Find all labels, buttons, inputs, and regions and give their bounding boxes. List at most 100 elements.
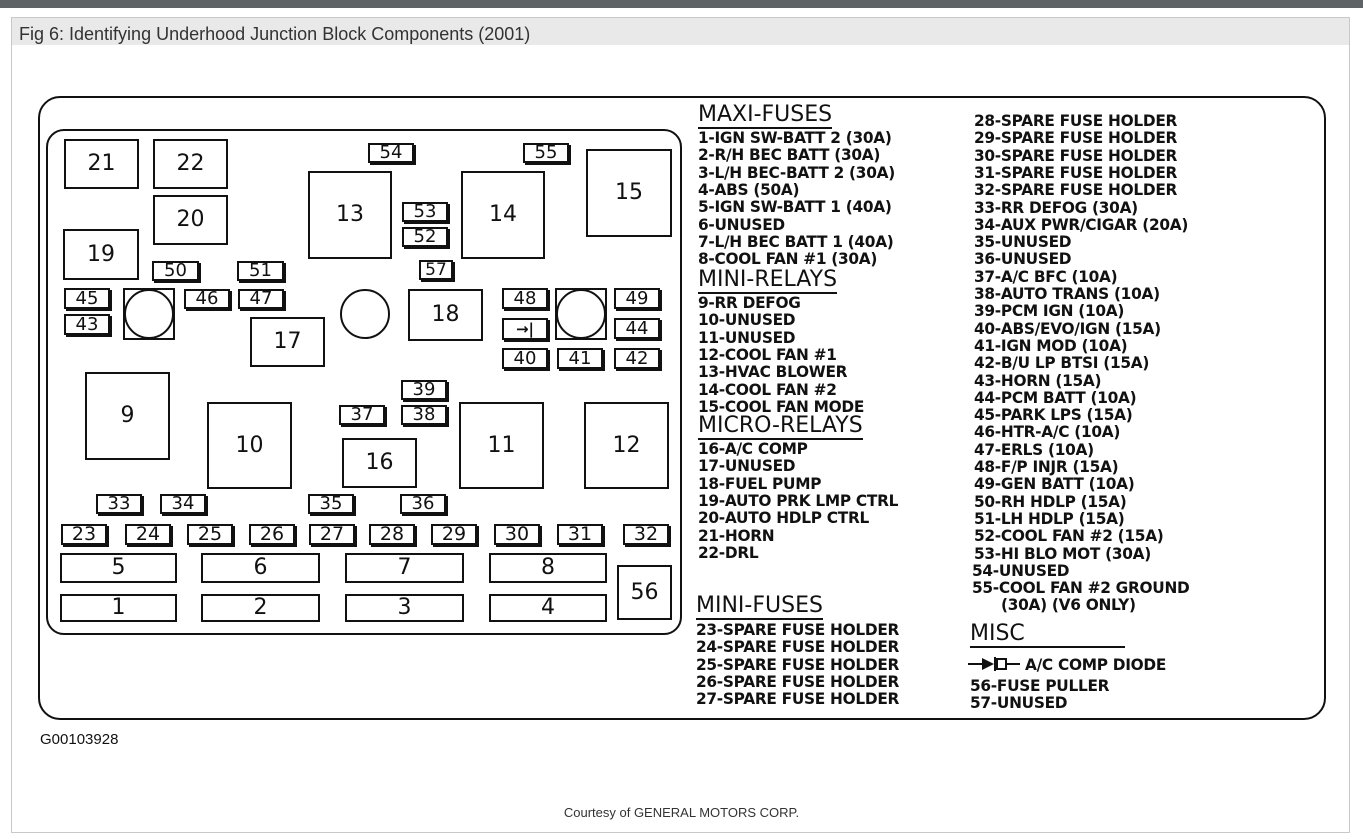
legend-item: 26-SPARE FUSE HOLDER — [696, 671, 900, 691]
legend-item: 49-GEN BATT (10A) — [974, 474, 1135, 494]
component-box-37: 37 — [339, 405, 385, 425]
component-number: 41 — [568, 347, 592, 369]
component-box-39: 39 — [401, 380, 447, 400]
component-box-2: 2 — [201, 594, 320, 622]
legend-item: 48-F/P INJR (15A) — [974, 457, 1119, 476]
component-number: 1 — [111, 595, 126, 620]
legend-heading-mini-fuses: MINI-FUSES — [696, 593, 823, 620]
component-box-35: 35 — [308, 494, 354, 514]
junction-block-component-area — [46, 129, 682, 635]
component-box-56: 56 — [617, 565, 672, 620]
component-number: 23 — [71, 523, 97, 545]
component-box-31: 31 — [557, 524, 603, 545]
courtesy-credit: Courtesy of GENERAL MOTORS CORP. — [563, 805, 800, 820]
component-number: 56 — [630, 579, 659, 605]
legend-item: 33-RR DEFOG (30A) — [974, 197, 1138, 217]
legend-item: 16-A/C COMP — [698, 439, 808, 458]
legend-item: 40-ABS/EVO/IGN (15A) — [974, 318, 1161, 338]
component-number: 55 — [534, 142, 558, 163]
round-relay-socket — [340, 289, 390, 339]
legend-item: 6-UNUSED — [698, 214, 785, 234]
legend-item: 27-SPARE FUSE HOLDER — [696, 689, 900, 709]
component-number: 15 — [615, 180, 643, 205]
component-number: 53 — [413, 201, 437, 222]
component-box-10: 10 — [207, 402, 292, 489]
figure-title-bar — [12, 18, 1349, 45]
component-box-44: 44 — [614, 318, 660, 339]
window-top-bar — [0, 0, 1363, 8]
component-box-13: 13 — [308, 171, 392, 259]
legend-item: 14-COOL FAN #2 — [698, 379, 837, 399]
component-number: 10 — [235, 432, 264, 458]
component-number: 8 — [541, 555, 555, 580]
component-number: 29 — [441, 523, 467, 545]
component-number: 4 — [541, 595, 555, 620]
legend-item: 4-ABS (50A) — [698, 179, 800, 199]
component-number: 18 — [431, 302, 460, 327]
component-number: 11 — [487, 432, 516, 458]
legend-item: 31-SPARE FUSE HOLDER — [974, 162, 1178, 182]
legend-item: 44-PCM BATT (10A) — [974, 387, 1137, 407]
component-number: 32 — [633, 523, 659, 545]
legend-item: 19-AUTO PRK LMP CTRL — [698, 490, 899, 510]
legend-item: 46-HTR-A/C (10A) — [974, 422, 1121, 442]
legend-item: 15-COOL FAN MODE — [698, 396, 865, 416]
diode-icon — [968, 657, 1020, 671]
component-box-34: 34 — [160, 494, 206, 514]
legend-item: 45-PARK LPS (15A) — [974, 405, 1133, 425]
legend-heading-misc: MISC — [970, 622, 1125, 648]
legend-item: 20-AUTO HDLP CTRL — [698, 508, 869, 528]
component-number: 43 — [75, 313, 99, 335]
component-box-12: 12 — [584, 402, 669, 489]
legend-item: 41-IGN MOD (10A) — [974, 335, 1128, 355]
component-box-15: 15 — [586, 149, 672, 237]
component-number: 20 — [176, 207, 205, 232]
component-box-21: 21 — [64, 139, 139, 189]
component-box-45: 45 — [64, 288, 110, 309]
component-number: 33 — [107, 493, 131, 514]
component-box-52: 52 — [402, 227, 448, 247]
legend-item: 38-AUTO TRANS (10A) — [974, 284, 1160, 303]
component-box-16: 16 — [342, 438, 417, 488]
component-box-57: 57 — [419, 260, 453, 280]
legend-item: 30-SPARE FUSE HOLDER — [974, 145, 1178, 165]
legend-item: 51-LH HDLP (15A) — [974, 508, 1125, 528]
legend-item: 57-UNUSED — [970, 693, 1068, 712]
legend-item: 2-R/H BEC BATT (30A) — [698, 145, 881, 165]
round-relay-socket — [556, 289, 606, 339]
component-number: 57 — [425, 259, 447, 280]
component-box-17: 17 — [250, 317, 325, 367]
legend-item: 56-FUSE PULLER — [970, 676, 1110, 695]
legend-item: 7-L/H BEC BATT 1 (40A) — [698, 231, 894, 251]
component-box-30: 30 — [494, 524, 540, 545]
component-number: 25 — [197, 523, 223, 545]
component-number: 39 — [412, 379, 436, 400]
legend-item: A/C COMP DIODE — [1025, 655, 1167, 674]
component-number: 13 — [336, 202, 364, 227]
legend-item: 36-UNUSED — [974, 249, 1072, 269]
component-box-36: 36 — [400, 494, 446, 514]
legend-item: 5-IGN SW-BATT 1 (40A) — [698, 197, 892, 217]
component-box-41: 41 — [557, 348, 603, 369]
component-number: 17 — [273, 329, 302, 354]
legend-item: 55-COOL FAN #2 GROUND — [972, 578, 1190, 598]
component-number: 52 — [413, 226, 437, 247]
legend-item: 43-HORN (15A) — [974, 370, 1102, 390]
legend-item: 32-SPARE FUSE HOLDER — [974, 180, 1178, 200]
legend-item: 21-HORN — [698, 525, 775, 545]
component-box-3: 3 — [345, 594, 464, 622]
legend-item: 9-RR DEFOG — [698, 293, 801, 312]
legend-item: 11-UNUSED — [698, 327, 796, 347]
component-number: 27 — [319, 523, 345, 545]
legend-item: 13-HVAC BLOWER — [698, 362, 848, 382]
legend-item: 12-COOL FAN #1 — [698, 344, 837, 364]
legend-item: 53-HI BLO MOT (30A) — [974, 543, 1152, 563]
component-box-6: 6 — [201, 553, 320, 583]
legend-item: 42-B/U LP BTSI (15A) — [974, 353, 1150, 373]
component-number: 36 — [411, 493, 435, 514]
legend-item: 8-COOL FAN #1 (30A) — [698, 249, 878, 269]
component-number: 37 — [350, 404, 374, 425]
component-number: 31 — [567, 523, 593, 545]
legend-item: 37-A/C BFC (10A) — [974, 266, 1118, 286]
component-number: 2 — [253, 595, 268, 620]
